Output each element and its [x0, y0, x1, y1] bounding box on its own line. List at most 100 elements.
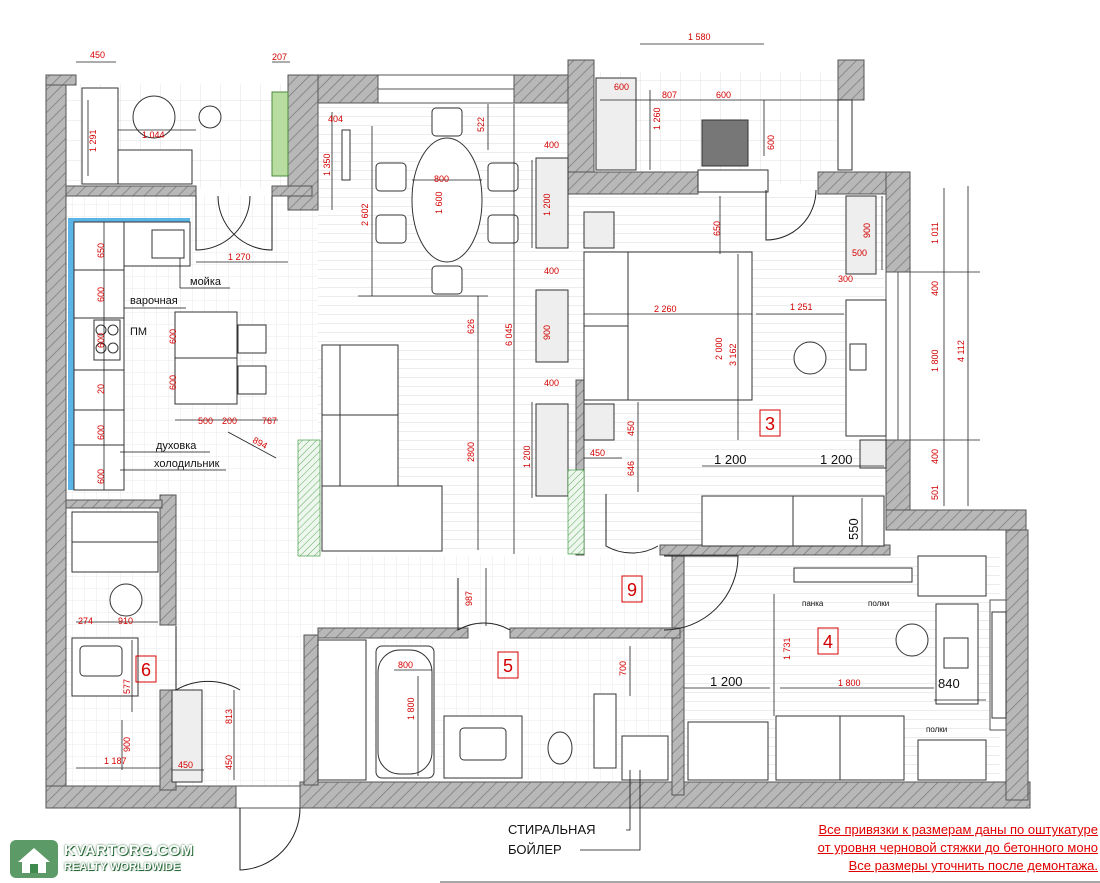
dim: 2800: [466, 442, 476, 462]
dim: 577: [122, 679, 132, 694]
balcony-seat: [117, 149, 193, 185]
dim: 600: [168, 329, 178, 344]
dim: 1 251: [790, 302, 813, 312]
corridor-partition: [567, 469, 585, 555]
walls: [45, 59, 1031, 809]
label-washer: СТИРАЛЬНАЯ: [508, 822, 596, 837]
dim: 450: [224, 755, 234, 770]
room4-shelf: [793, 567, 913, 583]
dim: 207: [272, 52, 287, 62]
dim: 700: [618, 661, 628, 676]
dim: 1 044: [142, 130, 165, 140]
label-sink: мойка: [190, 276, 222, 288]
room4-cabinet-bottom: [917, 739, 987, 781]
dim: 501: [930, 485, 940, 500]
dim: 300: [838, 274, 853, 284]
label-shelves-b: полки: [868, 599, 889, 608]
dim: 3 162: [728, 343, 738, 366]
wc-toilet: [109, 583, 143, 617]
dim: 1 200: [714, 452, 747, 467]
living-shelf: [341, 129, 351, 181]
dim: 800: [434, 174, 449, 184]
dim: 600: [766, 135, 776, 150]
balcony-plants: [271, 91, 289, 177]
dim: 400: [544, 266, 559, 276]
label-boiler: БОЙЛЕР: [508, 842, 562, 857]
label-hob: варочная: [130, 295, 178, 307]
dimension-texts: 450 207 1 291 1 044 1 580 600 807 600 1 …: [78, 32, 966, 770]
bath-toilet: [547, 731, 573, 765]
nightstand-2: [583, 211, 615, 249]
bath-vanity: [443, 715, 523, 779]
dining-chairs: [375, 107, 519, 295]
dim: 1 580: [688, 32, 711, 42]
balcony-box: [701, 119, 749, 167]
dim: 1 200: [710, 674, 743, 689]
dim: 4 112: [956, 340, 966, 362]
entry-opening: [235, 785, 301, 809]
dim: 400: [930, 449, 940, 464]
hall-floor: [318, 556, 680, 632]
dim: 1 260: [652, 107, 662, 130]
dim: 646: [626, 461, 636, 476]
label-shelf-a: панка: [802, 599, 824, 608]
balcony-table: [132, 95, 176, 139]
room-number-5: 5: [503, 656, 513, 676]
dim: 2 602: [360, 203, 370, 226]
dim: 400: [544, 140, 559, 150]
room-number-9: 9: [627, 580, 637, 600]
corridor-cabinet-2: [535, 289, 569, 363]
room4-wardrobe: [687, 721, 769, 781]
balcony-cabinet: [595, 77, 637, 171]
sofa: [321, 344, 443, 552]
watermark-subtitle: REALTY WORLDWIDE: [64, 861, 181, 873]
dim: 900: [122, 737, 132, 752]
bar-stool-2: [237, 365, 267, 395]
dim: 1 200: [522, 445, 532, 468]
dim: 807: [662, 90, 677, 100]
dim: 1 187: [104, 756, 127, 766]
nightstand-1: [583, 403, 615, 441]
dim: 1 200: [820, 452, 853, 467]
room4-cabinet-top: [917, 555, 987, 597]
note-line-3: Все размеры уточнить после демонтажа.: [848, 858, 1098, 873]
dim: 600: [96, 287, 106, 302]
bedroom-cabinet: [845, 195, 877, 275]
dim: 600: [96, 333, 106, 348]
dim: 900: [862, 223, 872, 238]
doors: [175, 189, 817, 871]
dim: 1 011: [930, 222, 940, 244]
dim: 522: [476, 117, 486, 132]
dim: 800: [398, 660, 413, 670]
dim: 900: [542, 325, 552, 340]
dim: 6 045: [504, 323, 514, 346]
dim: 650: [712, 221, 722, 236]
dimension-lines: [76, 43, 986, 780]
bedroom-chair: [793, 341, 827, 375]
kitchen-sink: [151, 229, 185, 259]
dim: 1 200: [542, 193, 552, 216]
bath-boiler-cabinet: [593, 693, 617, 769]
dim: 500: [198, 416, 213, 426]
watermark-logo: KVARTORG.COM REALTY WORLDWIDE: [6, 838, 193, 880]
kitchen-backsplash: [68, 218, 74, 490]
room4-chair: [895, 623, 929, 657]
label-dishwasher: ПМ: [130, 326, 147, 338]
dim: 404: [328, 114, 343, 124]
dim: 400: [544, 378, 559, 388]
dim: 600: [716, 90, 731, 100]
house-icon: [10, 840, 58, 878]
dim: 450: [178, 760, 193, 770]
note-line-1: Все привязки к размерам даны по оштукату…: [818, 822, 1098, 837]
dim: 1 350: [322, 153, 332, 176]
dim: 400: [930, 281, 940, 296]
dim: 767: [262, 416, 277, 426]
room4-radiator: [991, 611, 1007, 719]
dim: 1 291: [88, 129, 98, 152]
dim: 2 000: [714, 337, 724, 360]
dim: 840: [938, 676, 960, 691]
boiler-leader: [580, 770, 641, 851]
note-line-2: от уровня черновой стяжки до бетонного м…: [817, 840, 1098, 855]
dim: 500: [852, 248, 867, 258]
